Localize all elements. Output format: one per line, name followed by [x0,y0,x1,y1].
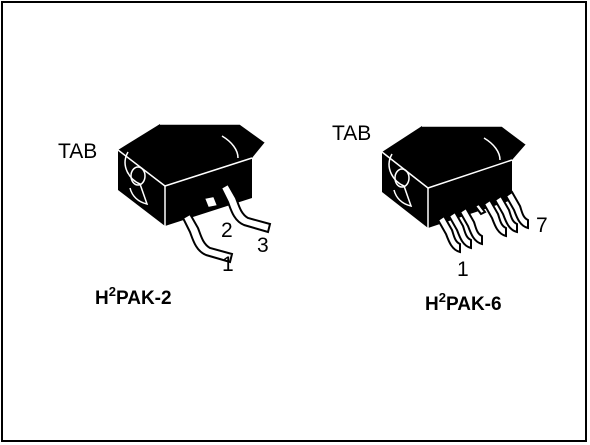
lead-3 [219,182,272,234]
tab-label: TAB [58,140,97,163]
pin-label-2: 2 [221,219,233,242]
lead-7 [504,190,529,230]
lead-3 [458,206,483,246]
package-h2pak-2: TAB 1 2 3 H2PAK-2 [58,123,272,309]
package-name: H2PAK-2 [95,284,172,309]
pin-label-1: 1 [222,253,234,276]
pin-label-7: 7 [536,214,548,237]
lead-4 [473,202,487,216]
package-body-right [165,158,252,226]
pin-label-3: 3 [257,234,269,257]
leads [436,190,529,254]
tab-label: TAB [332,122,371,145]
lead-2 [202,194,220,210]
lead-5 [482,198,507,238]
package-h2pak-6: TAB 1 7 H2PAK-6 [332,122,548,315]
lead-6 [493,194,518,234]
pin-label-1: 1 [457,258,469,281]
lead-1 [181,212,234,264]
lead-1 [436,214,461,254]
lead-2 [447,210,472,250]
package-name: H2PAK-6 [425,290,502,315]
package-body-right [428,160,512,228]
